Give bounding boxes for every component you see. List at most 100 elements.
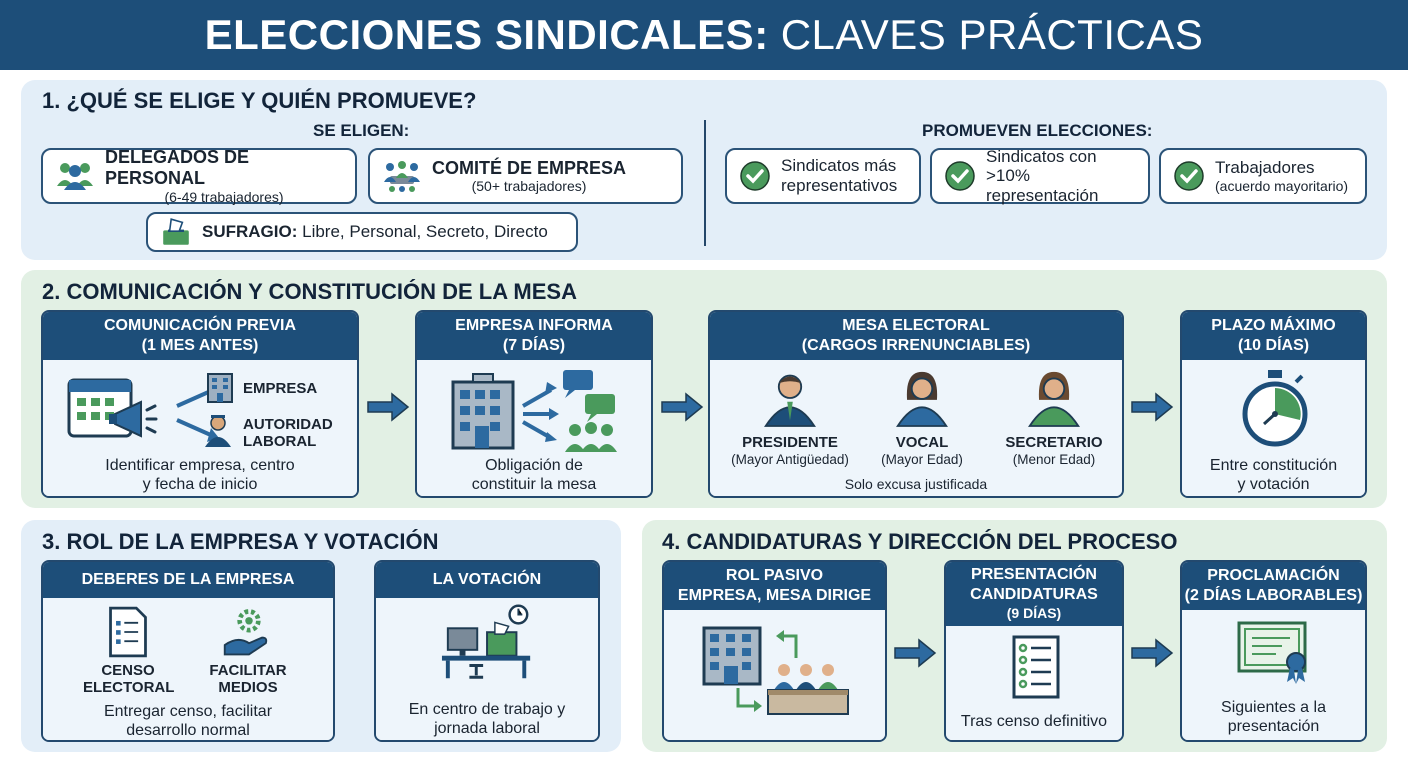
card-subheading: (1 MES ANTES) — [141, 337, 259, 354]
promoter-2-line1: Sindicatos con — [986, 146, 1097, 166]
flow-arrow-icon — [1131, 638, 1174, 668]
card-heading: PROCLAMACIÓN — [1207, 567, 1340, 584]
flow-arrow-icon — [367, 392, 410, 422]
sufragio-value: Libre, Personal, Secreto, Directo — [302, 222, 548, 242]
card-subheading: EMPRESA, MESA DIRIGE — [677, 587, 872, 604]
comite-title: COMITÉ DE EMPRESA — [432, 157, 627, 178]
check-icon — [1174, 161, 1204, 191]
title-light: CLAVES PRÁCTICAS — [780, 11, 1204, 58]
caption-line1: Obligación de — [485, 457, 583, 474]
card-heading: PRESENTACIÓN — [971, 566, 1097, 584]
card-subheading-2: (9 DÍAS) — [1006, 605, 1062, 622]
flow-arrow-icon — [661, 392, 704, 422]
certificate-icon — [1237, 621, 1307, 684]
delegados-sub: (6-49 trabajadores) — [164, 188, 284, 205]
flow-arrow-icon — [1131, 392, 1174, 422]
card-subheading: CANDIDATURAS — [970, 586, 1098, 604]
card-heading: EMPRESA INFORMA — [455, 317, 613, 334]
role-secretario-sub: (Menor Edad) — [1012, 452, 1096, 467]
section-2-title: 2. COMUNICACIÓN Y CONSTITUCIÓN DE LA MES… — [42, 279, 577, 304]
check-icon — [945, 161, 975, 191]
card-heading: ROL PASIVO — [725, 567, 824, 584]
censo-line1: CENSO — [101, 662, 155, 679]
caption-line2: constituir la mesa — [471, 476, 597, 494]
promueven-label: PROMUEVEN ELECCIONES: — [922, 121, 1153, 140]
sufragio-label: SUFRAGIO: — [202, 222, 298, 242]
flow-arrow-icon — [894, 638, 937, 668]
caption-line1: En centro de trabajo y — [408, 701, 566, 718]
header-banner: ELECCIONES SINDICALES:CLAVES PRÁCTICAS — [0, 0, 1408, 70]
caption-line2: jornada laboral — [434, 720, 540, 738]
person-icon — [1028, 371, 1080, 427]
person-icon — [764, 374, 816, 427]
caption-line2: y fecha de inicio — [142, 476, 258, 494]
card-rol-pasivo: ROL PASIVO EMPRESA, MESA DIRIGE — [662, 560, 887, 742]
calendar-megaphone-icon — [67, 378, 158, 438]
role-vocal-sub: (Mayor Edad) — [881, 452, 963, 467]
comite-pill: COMITÉ DE EMPRESA (50+ trabajadores) — [368, 148, 683, 204]
censo-line2: ELECTORAL — [83, 679, 175, 697]
to-autoridad-line1: AUTORIDAD — [243, 416, 333, 433]
se-eligen-label: SE ELIGEN: — [313, 121, 410, 140]
card-empresa-informa: EMPRESA INFORMA (7 DÍAS) Obligación de con… — [415, 310, 653, 498]
facilitar-line1: FACILITAR — [209, 662, 287, 679]
comite-sub: (50+ trabajadores) — [471, 178, 587, 195]
promoter-3-line1: Trabajadores — [1215, 158, 1315, 178]
card-heading: LA VOTACIÓN — [432, 571, 542, 588]
card-heading: MESA ELECTORAL — [842, 317, 990, 334]
promoter-3-line2: (acuerdo mayoritario) — [1215, 177, 1349, 194]
role-presidente-sub: (Mayor Antigüedad) — [731, 452, 849, 467]
card-caption: Identificar empresa, centro y fecha de in… — [43, 456, 357, 494]
promoter-2-line2: >10% representación — [986, 166, 1099, 205]
to-autoridad-line2: LABORAL — [243, 433, 317, 451]
sufragio-pill: SUFRAGIO: Libre, Personal, Secreto, Dire… — [146, 212, 578, 252]
building-mesa-icon — [702, 626, 849, 715]
caption-line1: Entregar censo, facilitar — [103, 703, 273, 720]
officer-icon — [205, 415, 231, 447]
delegados-pill: DELEGADOS DE PERSONAL (6-49 trabajadores… — [41, 147, 357, 205]
delegados-title: DELEGADOS DE PERSONAL — [105, 147, 250, 188]
document-list-icon — [109, 606, 147, 658]
title-bold: ELECCIONES SINDICALES: — [204, 11, 769, 58]
caption-line2: presentación — [1227, 718, 1320, 736]
caption-line1: Entre constitución — [1209, 457, 1338, 474]
stopwatch-icon — [1242, 370, 1308, 447]
building-broadcast-icon — [451, 370, 617, 452]
promoter-3: Trabajadores(acuerdo mayoritario) — [1159, 148, 1367, 204]
facilitar-line2: MEDIOS — [218, 679, 278, 697]
card-caption: Siguientes a la presentación — [1182, 698, 1365, 736]
card-heading: PLAZO MÁXIMO — [1211, 317, 1336, 334]
section-1-divider — [704, 120, 706, 246]
caption-line1: Siguientes a la — [1221, 699, 1326, 716]
section-1-title: 1. ¿QUÉ SE ELIGE Y QUIÉN PROMUEVE? — [42, 88, 477, 113]
person-icon — [896, 371, 948, 427]
promoter-1-line2: representativos — [781, 176, 898, 195]
check-icon — [740, 161, 770, 191]
card-caption: Obligación de constituir la mesa — [417, 456, 651, 494]
card-subheading: (10 DÍAS) — [1237, 337, 1310, 354]
card-votacion: LA VOTACIÓN En centro de trabajo y jornad… — [374, 560, 600, 742]
to-empresa: EMPRESA — [243, 380, 318, 397]
card-heading: DEBERES DE LA EMPRESA — [81, 571, 295, 588]
role-presidente: PRESIDENTE — [742, 434, 838, 451]
ballot-box-icon — [163, 218, 189, 245]
card-plazo-maximo: PLAZO MÁXIMO (10 DÍAS) Entre constitución… — [1180, 310, 1367, 498]
card-heading: COMUNICACIÓN PREVIA — [103, 317, 296, 334]
card-subheading: (7 DÍAS) — [502, 337, 566, 354]
section-4-title: 4. CANDIDATURAS Y DIRECCIÓN DEL PROCESO — [662, 529, 1178, 554]
role-secretario: SECRETARIO — [1005, 434, 1103, 451]
caption-line2: desarrollo normal — [126, 722, 250, 740]
caption-line1: Identificar empresa, centro — [105, 457, 295, 474]
section-3-title: 3. ROL DE LA EMPRESA Y VOTACIÓN — [42, 529, 439, 554]
card-comunicacion-previa: COMUNICACIÓN PREVIA (1 MES ANTES) EMPRESA… — [41, 310, 359, 498]
promoter-1-line1: Sindicatos más — [781, 156, 897, 176]
building-icon — [207, 373, 233, 403]
meeting-icon — [384, 161, 420, 192]
promoter-2: Sindicatos con>10% representación — [930, 146, 1150, 205]
